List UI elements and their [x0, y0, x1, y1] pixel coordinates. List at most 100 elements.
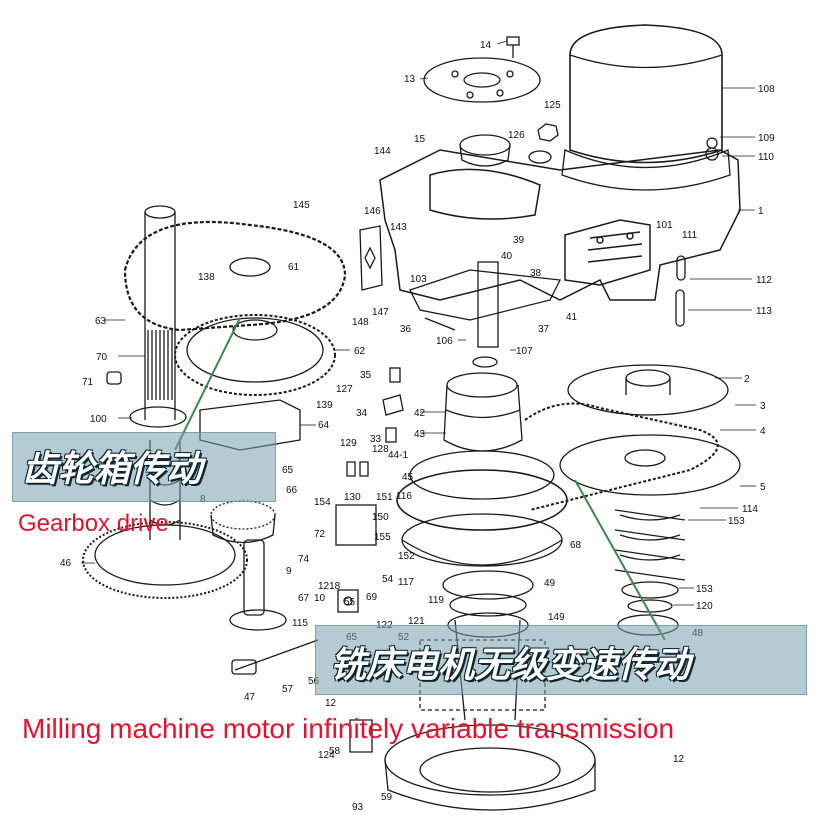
shaft-106	[477, 261, 499, 348]
motor-pointer-arrow	[574, 479, 666, 641]
timing-belt-63	[123, 220, 347, 332]
pin-113	[675, 289, 685, 327]
part-number-label: 128	[372, 444, 389, 455]
part-number-label: 67	[298, 593, 310, 604]
part-number-label: 45	[402, 472, 414, 483]
plate-147	[359, 225, 383, 291]
part-number-label: 100	[90, 414, 107, 425]
part-number-label: 146	[364, 206, 381, 217]
part-number-label: 49	[544, 578, 556, 589]
part-number-label: 5	[760, 482, 766, 493]
part-number-label: 139	[316, 400, 333, 411]
part-number-label: 57	[282, 684, 294, 695]
part-number-label: 145	[293, 200, 310, 211]
variable-pulley-116	[396, 450, 568, 567]
part-number-label: 144	[374, 146, 391, 157]
part-number-label: 138	[198, 272, 215, 283]
part-number-label: 14	[480, 40, 492, 51]
gearbox-caption-cn: 齿轮箱传动	[22, 449, 203, 490]
top-plate-13	[423, 57, 541, 103]
part-number-label: 2	[744, 374, 750, 385]
clamp-122	[337, 589, 359, 613]
part-number-label: 58	[329, 746, 341, 757]
part-number-label: 108	[758, 84, 775, 95]
part-number-label: 74	[298, 554, 310, 565]
part-number-label: 36	[400, 324, 412, 335]
pin-112	[676, 255, 686, 281]
part-number-label: 12	[673, 754, 685, 765]
part-number-label: 12	[325, 698, 337, 709]
cable-56	[234, 639, 319, 671]
pin-35	[389, 367, 401, 383]
part-number-label: 107	[516, 346, 533, 357]
motor-108	[561, 24, 731, 191]
pulley-5	[559, 434, 741, 496]
part-number-label: 59	[381, 792, 393, 803]
spline-shaft-70	[144, 205, 176, 420]
part-number-label: 147	[372, 307, 389, 318]
part-number-label: 70	[96, 352, 108, 363]
housing-1	[379, 149, 741, 301]
pulley-2	[567, 364, 729, 416]
key-71	[106, 371, 122, 385]
gear-62	[174, 314, 336, 396]
part-number-label: 35	[360, 370, 372, 381]
part-number-label: 63	[95, 316, 107, 327]
part-number-label: 38	[530, 268, 542, 279]
part-number-label: 150	[372, 512, 389, 523]
part-number-label: 124	[318, 750, 335, 761]
part-number-label: 15	[414, 134, 426, 145]
bracket-59-left	[349, 719, 373, 753]
part-number-label: 153	[696, 584, 713, 595]
part-number-label: 113	[756, 306, 772, 317]
part-number-label: 46	[60, 558, 72, 569]
gear-66	[210, 500, 276, 530]
part-number-label: 112	[756, 275, 772, 286]
part-number-label: 110	[758, 152, 774, 163]
part-number-label: 143	[390, 222, 407, 233]
part-number-label: 101	[656, 220, 673, 231]
part-number-label: 61	[288, 262, 300, 273]
part-number-label: 39	[513, 235, 525, 246]
part-number-label: 93	[352, 802, 364, 813]
part-number-label: 121	[408, 616, 425, 627]
gearbox-caption-en: Gearbox drive	[18, 510, 169, 537]
part-number-label: 126	[508, 130, 525, 141]
part-number-label: 130	[344, 492, 361, 503]
part-number-label: 40	[501, 251, 513, 262]
part-number-label: 64	[318, 420, 330, 431]
part-number-label: 72	[314, 529, 326, 540]
part-number-label: 129	[340, 438, 357, 449]
bushing-15	[459, 134, 511, 156]
part-number-label: 117	[398, 577, 414, 588]
part-number-label: 9	[286, 566, 292, 577]
chain-link-129	[346, 461, 369, 477]
part-number-label: 125	[544, 100, 561, 111]
motor-caption-en: Milling machine motor infinitely variabl…	[22, 713, 675, 744]
part-number-label: 68	[570, 540, 582, 551]
part-number-label: 155	[374, 532, 391, 543]
part-number-label: 62	[354, 346, 366, 357]
part-number-label: 114	[742, 504, 758, 515]
part-number-label: 37	[538, 324, 550, 335]
motor-caption-cn: 铣床电机无级变速传动	[330, 645, 691, 686]
nut-125	[537, 123, 559, 142]
part-number-label: 54	[382, 574, 394, 585]
part-number-label: 148	[352, 317, 369, 328]
gearbox-pointer-arrow	[174, 317, 241, 451]
part-number-label: 42	[414, 408, 426, 419]
part-number-label: 56	[308, 676, 320, 687]
part-number-label: 116	[396, 491, 412, 502]
collar-100	[129, 406, 187, 428]
part-number-label: 71	[82, 377, 94, 388]
pulley-42	[443, 356, 523, 452]
part-number-label: 1	[758, 206, 764, 217]
part-number-label: 47	[244, 692, 256, 703]
pin-33	[385, 427, 397, 443]
part-number-label: 10	[314, 593, 326, 604]
part-number-label: 55	[344, 597, 356, 608]
part-number-label: 152	[398, 551, 415, 562]
part-number-label: 111	[682, 230, 698, 241]
shift-fork-103	[409, 269, 561, 321]
